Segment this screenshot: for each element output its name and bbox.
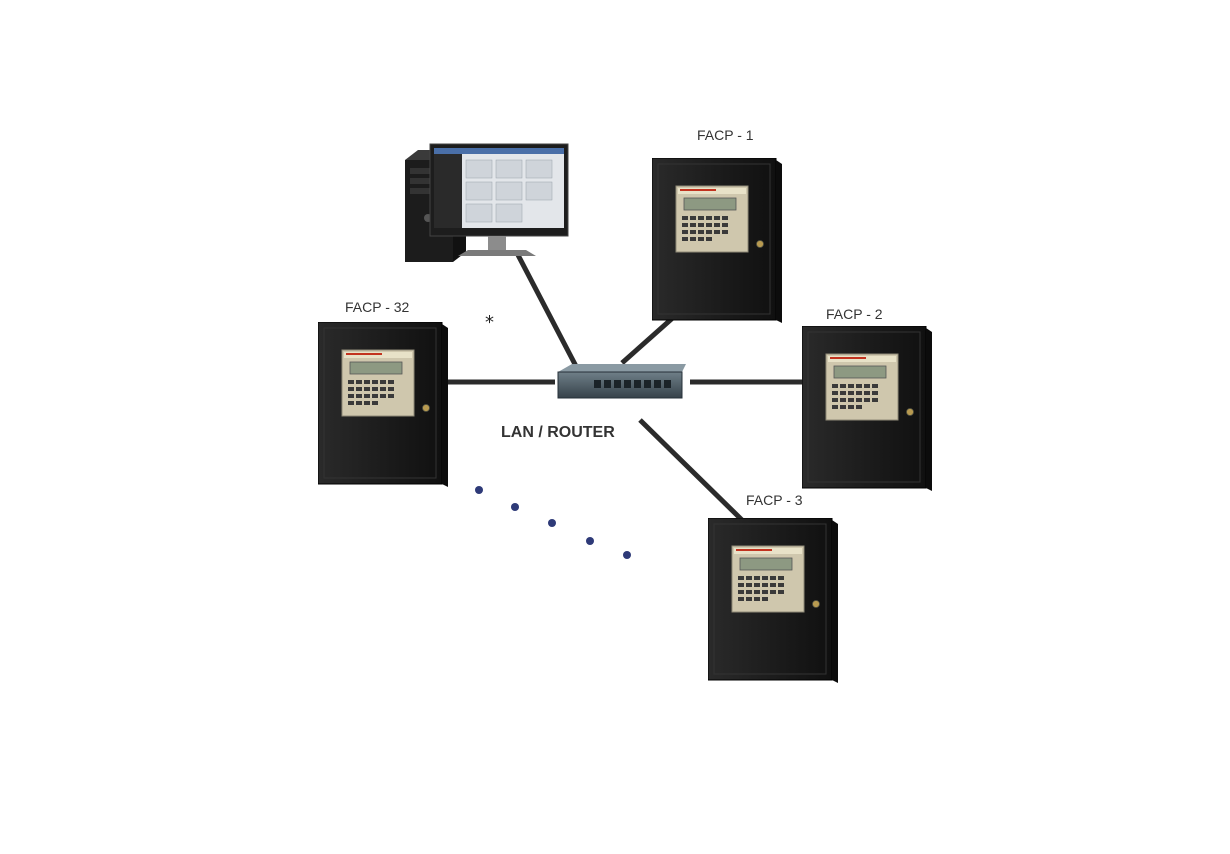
facp-2-label: FACP - 2 [826,306,883,322]
facp-3-cabinet [708,518,838,683]
asterisk-mark: * [485,312,494,333]
network-links [447,253,802,522]
facp-32-label: FACP - 32 [345,299,410,315]
monitor [429,143,569,256]
link-facp-1 [620,313,678,365]
router-label: LAN / ROUTER [501,424,615,441]
computer-workstation [405,143,569,262]
ellipsis-dots [475,486,631,559]
facp-1-label: FACP - 1 [697,127,754,143]
facp-3-label: FACP - 3 [746,492,803,508]
facp-1-cabinet [652,158,782,323]
facp-32-cabinet [318,322,448,487]
lan-router-switch [557,364,686,399]
facp-2-cabinet [802,326,932,491]
link-facp-3 [638,418,744,522]
link-computer [515,253,581,372]
